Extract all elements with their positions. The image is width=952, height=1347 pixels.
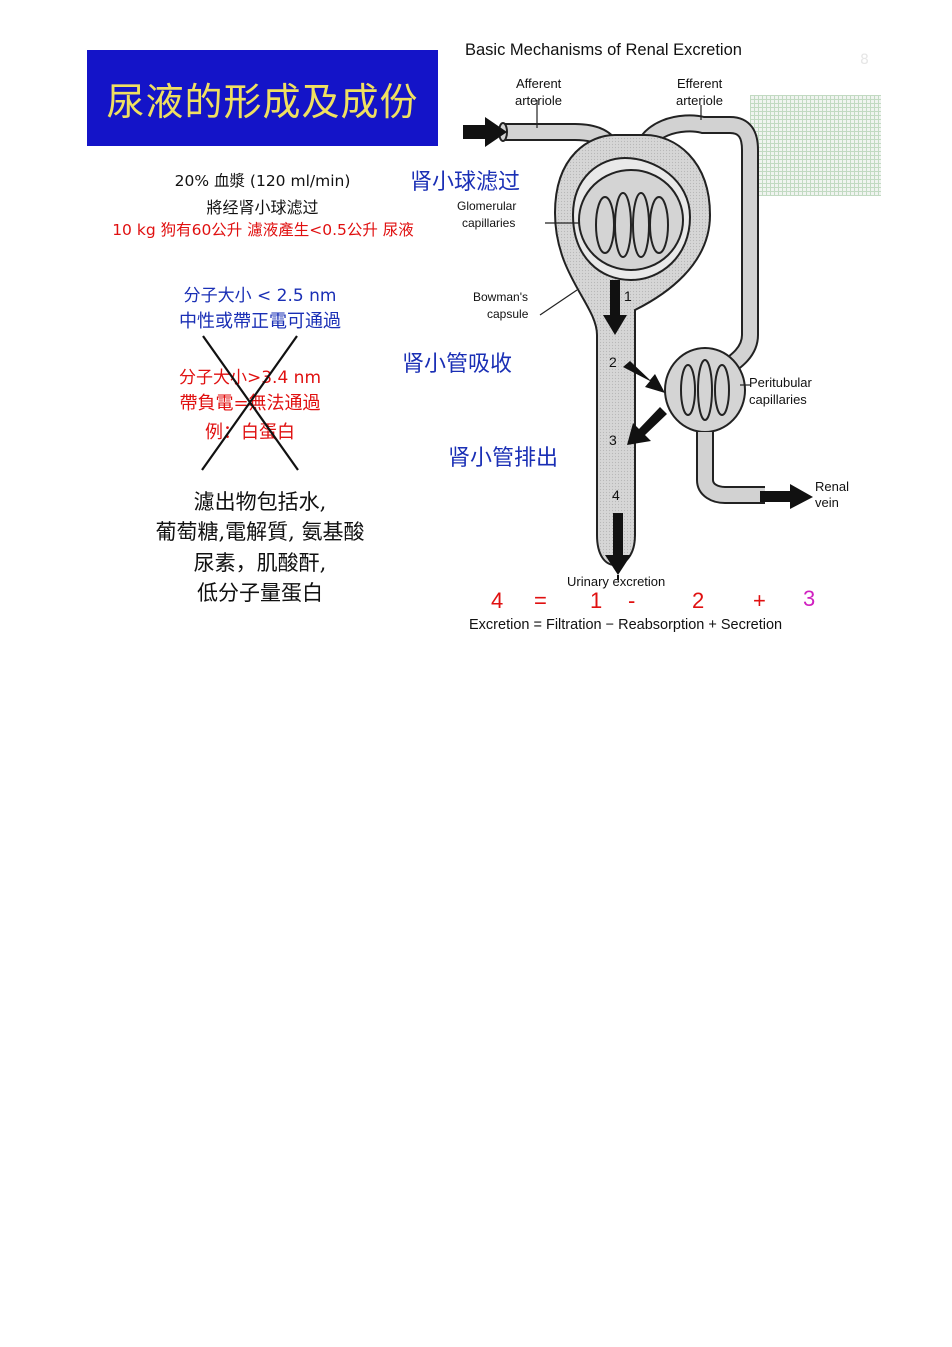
glomerular-filtration-label: 肾小球滤过 xyxy=(410,170,521,195)
block-size-note: 分子大小>3.4 nm xyxy=(178,368,322,388)
tubular-secretion-label: 肾小管排出 xyxy=(448,446,559,471)
step-1-label: 1 xyxy=(624,288,632,304)
tubular-reabsorption-label: 肾小管吸收 xyxy=(402,352,513,377)
filtration-note: 將经肾小球滤过 xyxy=(206,198,319,217)
reabsorption-arrow xyxy=(623,361,665,393)
afferent-label-2: arteriole xyxy=(515,93,562,108)
step-3-label: 3 xyxy=(609,432,617,448)
step-2-label: 2 xyxy=(609,354,617,370)
filtrate-line-2: 葡萄糖,電解質, 氨基酸 xyxy=(155,520,365,544)
step-4-label: 4 xyxy=(612,487,620,503)
title-banner: 尿液的形成及成份 xyxy=(87,50,438,146)
equation-num-secretion: 3 xyxy=(803,586,816,611)
equation-num-filtration: 1 xyxy=(590,588,603,613)
filtrate-line-4: 低分子量蛋白 xyxy=(197,581,323,605)
peritubular-label-2: capillaries xyxy=(749,392,807,407)
excretion-arrow xyxy=(605,513,631,575)
afferent-arrow xyxy=(463,117,507,147)
glomerular-label-2: capillaries xyxy=(462,216,515,230)
bowmans-label-1: Bowman's xyxy=(473,290,528,304)
bowmans-label-2: capsule xyxy=(487,307,529,321)
equation-num-excretion: 4 xyxy=(491,588,504,613)
equation-plus: + xyxy=(753,588,766,613)
glomerular-label-1: Glomerular xyxy=(457,199,516,213)
afferent-label-1: Afferent xyxy=(516,76,562,91)
pass-charge-note: 中性或帶正電可通過 xyxy=(179,311,341,332)
filtrate-line-3: 尿素，肌酸酐, xyxy=(193,551,327,575)
page-number: 8 xyxy=(860,52,869,68)
efferent-label-1: Efferent xyxy=(677,76,723,91)
grid-decoration xyxy=(750,95,881,196)
urinary-excretion-label: Urinary excretion xyxy=(567,574,665,589)
renal-vein-label-1: Renal xyxy=(815,479,849,494)
renal-vein-label-2: vein xyxy=(815,495,839,510)
plasma-rate-note: 20% 血漿 (120 ml/min) xyxy=(174,172,351,190)
pass-size-note: 分子大小 < 2.5 nm xyxy=(183,286,337,306)
excretion-equation: Excretion = Filtration − Reabsorption + … xyxy=(469,617,782,633)
peritubular-label-1: Peritubular xyxy=(749,375,813,390)
renal-excretion-diagram: Basic Mechanisms of Renal Excretion xyxy=(457,41,849,633)
page-title: 尿液的形成及成份 xyxy=(106,79,419,124)
filtrate-line-1: 濾出物包括水, xyxy=(193,490,327,514)
efferent-label-2: arteriole xyxy=(676,93,723,108)
dog-filtrate-note: 10 kg 狗有60公升 濾液產生<0.5公升 尿液 xyxy=(112,221,414,239)
equation-minus: - xyxy=(628,588,636,613)
renal-vein-arrow xyxy=(760,484,813,509)
filtration-arrow xyxy=(603,280,627,335)
cross-mark xyxy=(201,335,299,471)
diagram-title: Basic Mechanisms of Renal Excretion xyxy=(465,41,742,59)
albumin-example-note: 例：白蛋白 xyxy=(205,422,295,443)
equation-num-reabsorption: 2 xyxy=(692,588,705,613)
secretion-arrow xyxy=(627,407,667,445)
equation-equals: = xyxy=(534,588,547,613)
